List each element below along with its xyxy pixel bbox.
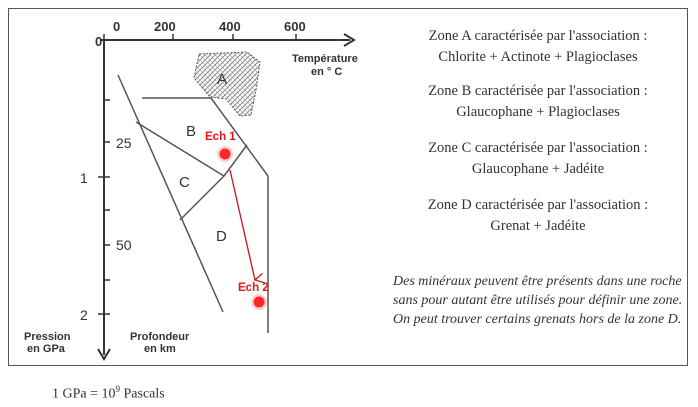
zone-a-title: Zone A caractérisée par l'association : xyxy=(428,28,648,44)
sample-label-1: Ech 1 xyxy=(205,131,236,143)
footnote-exponent: 9 xyxy=(115,384,121,394)
pressure-axis-title: Pression xyxy=(24,331,71,343)
zone-c-title: Zone C caractérisée par l'association : xyxy=(428,140,648,156)
sample-point-2 xyxy=(253,296,265,308)
zone-a-minerals: Chlorite + Actinote + Plagioclases xyxy=(438,49,638,65)
zone-b-minerals: Glaucophane + Plagioclases xyxy=(456,104,620,120)
footnote-suffix: Pascals xyxy=(120,386,165,402)
unit-footnote: 1 GPa = 109 Pascals xyxy=(52,384,165,403)
figure-frame xyxy=(8,8,688,366)
depth-tick-label: 50 xyxy=(116,237,132,253)
zone-boundaries xyxy=(117,74,269,333)
temp-tick-label: 0 xyxy=(95,34,102,49)
temp-tick-label: 600 xyxy=(284,19,306,34)
depth-axis-title: Profondeur xyxy=(130,331,190,343)
footnote-prefix: 1 GPa = 10 xyxy=(52,386,116,402)
depth-axis-unit: en km xyxy=(144,343,176,355)
pressure-axis-unit: en GPa xyxy=(27,343,66,355)
sample-point-1-glow xyxy=(217,146,233,162)
zone-label-d: D xyxy=(216,228,227,245)
zone-b-description: Zone B caractérisée par l'association : … xyxy=(388,81,688,123)
zone-label-b: B xyxy=(186,123,196,140)
depth-tick-label: 25 xyxy=(116,135,132,151)
zone-d-minerals: Grenat + Jadéite xyxy=(490,218,586,234)
zone-b-title: Zone B caractérisée par l'association : xyxy=(428,83,648,99)
sample-point-1 xyxy=(219,148,231,160)
zone-d-title: Zone D caractérisée par l'association : xyxy=(427,197,649,213)
temp-tick-label: 200 xyxy=(154,19,176,34)
pressure-tick-label: 1 xyxy=(80,170,88,186)
sample-point-2-glow xyxy=(251,294,267,310)
zone-c-minerals: Glaucophane + Jadéite xyxy=(471,161,605,177)
temperature-axis-title: Température xyxy=(292,53,358,65)
pressure-tick-label: 2 xyxy=(80,307,88,323)
sample-label-2: Ech 2 xyxy=(238,282,269,294)
temperature-axis-unit: en ° C xyxy=(311,66,342,78)
zone-c-description: Zone C caractérisée par l'association : … xyxy=(388,138,688,180)
temp-tick-label: 0 xyxy=(113,19,120,34)
zone-d-description: Zone D caractérisée par l'association : … xyxy=(388,195,688,237)
trajectory-arrow xyxy=(229,169,255,280)
zone-a-description: Zone A caractérisée par l'association : … xyxy=(388,26,688,68)
pressure-axis-arrow xyxy=(97,348,111,361)
zone-a-area xyxy=(193,51,261,117)
temp-tick-label: 400 xyxy=(219,19,241,34)
mineral-note: Des minéraux peuvent être présents dans … xyxy=(393,274,683,327)
zone-label-c: C xyxy=(179,174,190,191)
temperature-axis-arrow xyxy=(343,33,356,47)
zone-label-a: A xyxy=(217,71,227,88)
